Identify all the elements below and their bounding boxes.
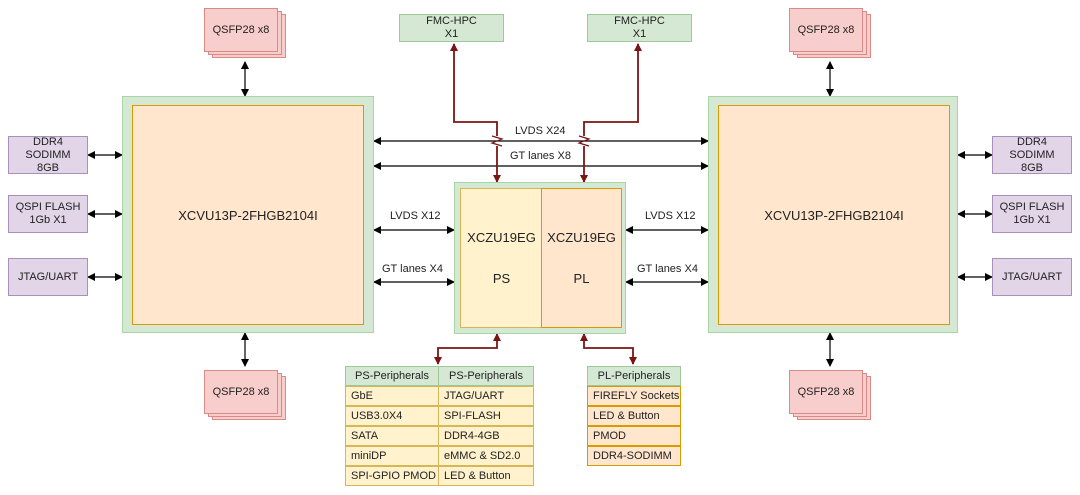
- qsfp-top-left: QSFP28 x8: [204, 8, 278, 52]
- zynq-ps-sub: PS: [492, 271, 511, 286]
- link-fmc-right: [584, 44, 638, 182]
- ps-cell: SPI-GPIO PMOD: [345, 466, 439, 486]
- fpga-right: XCVU13P-2FHGB2104I: [708, 96, 958, 333]
- ps-cell: SPI-FLASH: [438, 406, 534, 426]
- ddr-left-line1: DDR4 SODIMM: [25, 135, 71, 161]
- zynq-pl-sub: PL: [573, 271, 590, 286]
- pl-cell: DDR4-SODIMM: [587, 446, 681, 466]
- qsfp-top-right: QSFP28 x8: [789, 8, 863, 52]
- ps-cell: DDR4-4GB: [438, 426, 534, 446]
- label-gt-right: GT lanes X4: [637, 263, 698, 275]
- ddr4-sodimm-right: DDR4 SODIMM 8GB: [992, 136, 1072, 174]
- qspi-flash-left: QSPI FLASH 1Gb X1: [8, 195, 88, 233]
- ddr-left-line2: 8GB: [36, 161, 59, 174]
- zynq-mpsoc: XCZU19EG PS XCZU19EG PL: [454, 182, 626, 334]
- jtag-uart-right: JTAG/UART: [992, 258, 1072, 296]
- fmc-right-line2: X1: [632, 28, 647, 40]
- pl-table-header: PL-Peripherals: [587, 366, 681, 386]
- ps-cell: GbE: [345, 386, 439, 406]
- fpga-right-label: XCVU13P-2FHGB2104I: [718, 105, 950, 325]
- qsfp-bottom-left: QSFP28 x8: [204, 370, 278, 414]
- fpga-left-label: XCVU13P-2FHGB2104I: [132, 105, 364, 325]
- link-fmc-left: [454, 44, 497, 182]
- ddr-right-line2: 8GB: [1020, 161, 1043, 174]
- link-pl-peripherals: [580, 333, 637, 365]
- jtag-uart-left: JTAG/UART: [8, 258, 88, 296]
- zynq-pl-name: XCZU19EG: [547, 230, 616, 245]
- label-gt-x8: GT lanes X8: [510, 150, 571, 162]
- zynq-pl: XCZU19EG PL: [541, 188, 622, 328]
- qspi-left-line2: 1Gb X1: [29, 214, 67, 226]
- pl-cell: LED & Button: [587, 406, 681, 426]
- ps-cell: SATA: [345, 426, 439, 446]
- zynq-ps-name: XCZU19EG: [467, 230, 536, 245]
- pl-cell: FIREFLY Sockets: [587, 386, 681, 406]
- ps-table-header-1: PS-Peripherals: [345, 366, 439, 386]
- ddr-right-line1: DDR4 SODIMM: [1009, 135, 1055, 161]
- qspi-left-line1: QSPI FLASH: [15, 201, 81, 213]
- qspi-flash-right: QSPI FLASH 1Gb X1: [992, 195, 1072, 233]
- fmc-hpc-left: FMC-HPC X1: [399, 14, 504, 42]
- label-lvds-x24: LVDS X24: [515, 125, 566, 137]
- label-lvds-right: LVDS X12: [645, 210, 696, 222]
- label-gt-left: GT lanes X4: [382, 263, 443, 275]
- fmc-hpc-right: FMC-HPC X1: [587, 14, 692, 42]
- ps-cell: JTAG/UART: [438, 386, 534, 406]
- fmc-left-line2: X1: [444, 28, 459, 40]
- fpga-left: XCVU13P-2FHGB2104I: [122, 96, 374, 333]
- label-lvds-left: LVDS X12: [390, 210, 441, 222]
- ddr4-sodimm-left: DDR4 SODIMM 8GB: [8, 136, 88, 174]
- pl-cell: PMOD: [587, 426, 681, 446]
- ps-cell: miniDP: [345, 446, 439, 466]
- fmc-right-line1: FMC-HPC: [614, 15, 665, 27]
- ps-table-header-2: PS-Peripherals: [438, 366, 534, 386]
- ps-cell: eMMC & SD2.0: [438, 446, 534, 466]
- qsfp-bottom-right: QSFP28 x8: [789, 370, 863, 414]
- qspi-right-line2: 1Gb X1: [1013, 214, 1051, 226]
- link-ps-peripherals: [434, 333, 501, 365]
- ps-cell: LED & Button: [438, 466, 534, 486]
- zynq-ps: XCZU19EG PS: [460, 188, 543, 328]
- ps-cell: USB3.0X4: [345, 406, 439, 426]
- fmc-left-line1: FMC-HPC: [426, 15, 477, 27]
- qspi-right-line1: QSPI FLASH: [999, 201, 1065, 213]
